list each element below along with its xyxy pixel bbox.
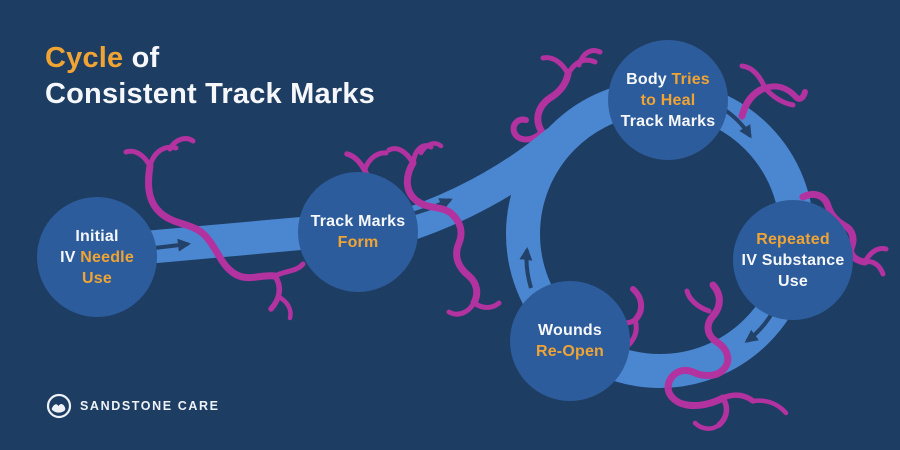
logo-text: SANDSTONE CARE [80, 399, 220, 413]
node-label-line: Use [82, 269, 112, 287]
node-label-line: Track Marks [310, 213, 406, 230]
vein-decoration-behind [510, 48, 603, 143]
sandstone-care-logo: SANDSTONE CARE [46, 393, 220, 419]
node-wounds-re-open: Wounds Re-Open [510, 281, 630, 401]
flow-arrow-wounds-to-body [519, 247, 533, 289]
node-repeated-iv-substance-use: Repeated IV Substance Use [733, 200, 853, 320]
node-label-line: Re-Open [535, 343, 605, 360]
title-highlight: Cycle [45, 42, 124, 74]
title-line-2: Consistent Track Marks [45, 78, 375, 110]
page-title: Cycle of Consistent Track Marks [45, 40, 375, 112]
title-line-1: Cycle of [45, 40, 375, 76]
node-label-line: Wounds [537, 322, 602, 339]
title-suffix: of [123, 42, 160, 74]
mountain-circle-icon [46, 393, 72, 419]
node-label-line: Body Tries [626, 70, 710, 88]
node-label-line: IV Needle [60, 248, 134, 266]
node-label-line: to Heal [640, 91, 696, 109]
node-label-line: IV Substance [741, 251, 845, 269]
node-label-line: Form [337, 234, 379, 251]
node-label-line: Repeated [756, 230, 830, 248]
node-initial-iv-needle-use: Initial IV Needle Use [37, 197, 157, 317]
node-label-line: Use [778, 272, 808, 290]
node-label-line: Track Marks [620, 112, 716, 130]
node-label-line: Initial [75, 227, 119, 245]
node-body-tries-to-heal-track-marks: Body Tries to Heal Track Marks [608, 40, 728, 160]
node-track-marks-form: Track Marks Form [298, 172, 418, 292]
